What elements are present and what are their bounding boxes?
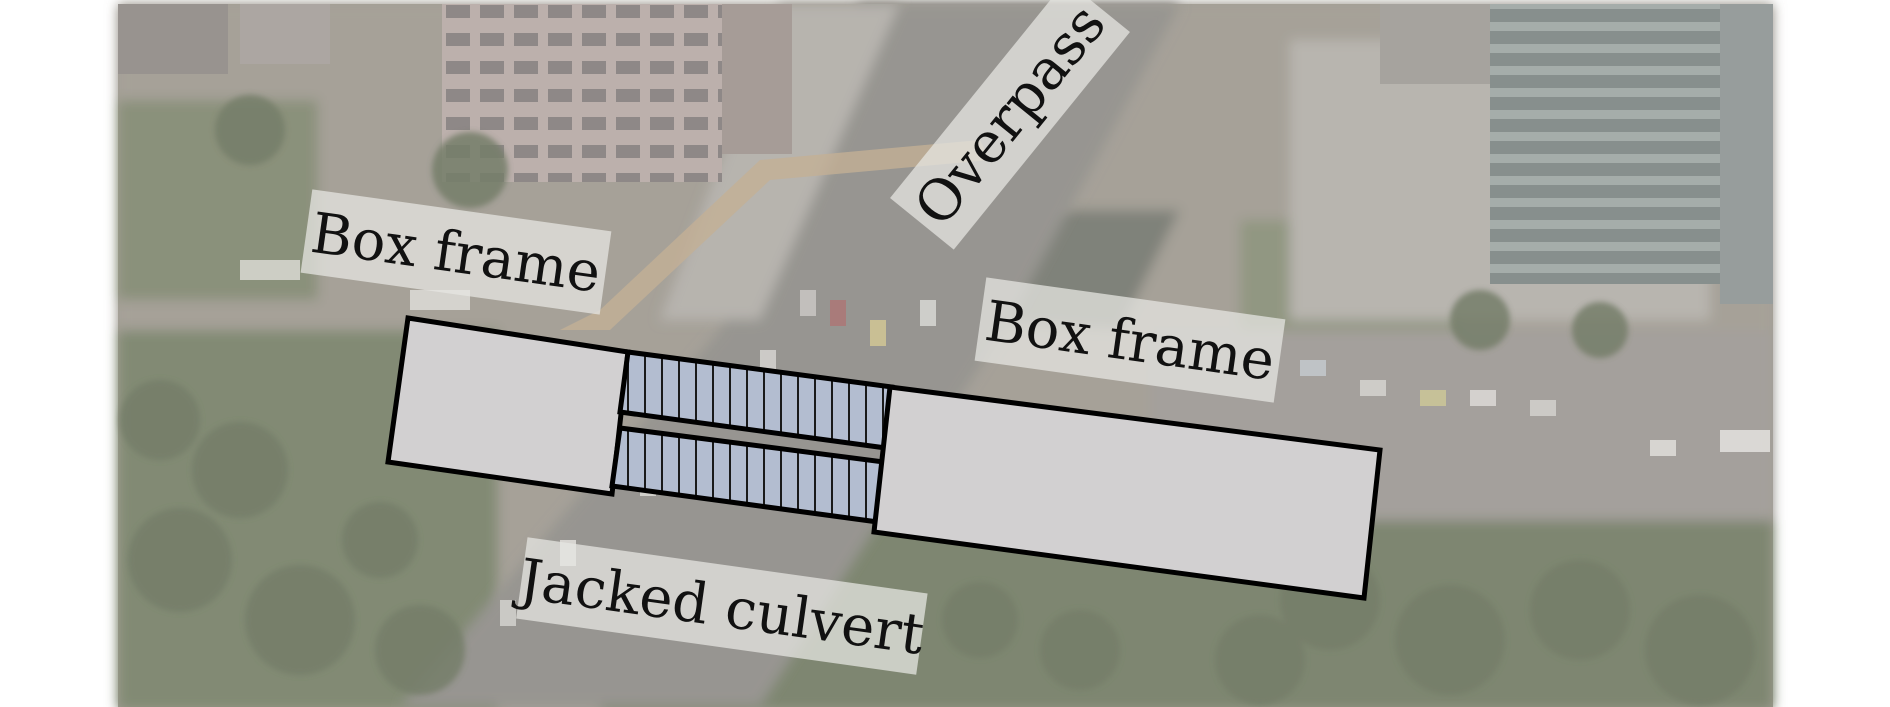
background-photo [118, 4, 1773, 707]
box-frame-left-block [385, 315, 631, 497]
box-frame-right-block [871, 384, 1383, 601]
